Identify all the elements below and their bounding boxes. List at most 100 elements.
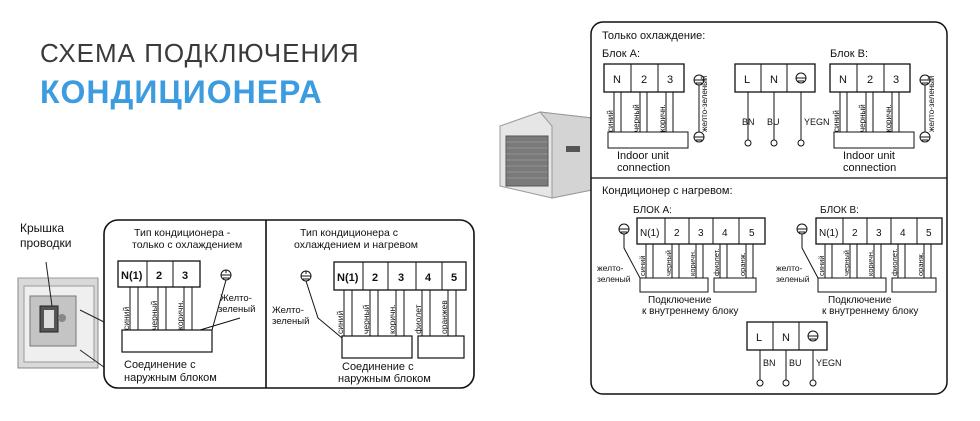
block-b-wires [839, 92, 900, 132]
block-b-wire-blue: синий [832, 110, 841, 132]
heating-ground-label-1: Желто- [272, 305, 304, 316]
heat-b-terminal-4: 4 [900, 228, 906, 239]
heat-a-connector-1 [639, 277, 709, 293]
heat-a-wire-brown: коричн. [688, 250, 697, 276]
title-line-1: СХЕМА ПОДКЛЮЧЕНИЯ [40, 38, 360, 68]
heat-a-wire-orange: оранж. [738, 252, 747, 276]
heating-ground-label-2: зеленый [272, 316, 309, 327]
cooling-connection-2: наружным блоком [124, 372, 217, 384]
heat-power-wire-yegn: YEGN [816, 358, 842, 368]
cooling-header-2: только с охлаждением [132, 239, 242, 251]
heat-a-terminal-5: 5 [749, 228, 755, 239]
heat-b-terminal-3: 3 [876, 228, 882, 239]
cooling-ground-lead [199, 317, 241, 331]
block-a-terminal-2: 2 [641, 74, 647, 86]
heat-a-terminal-3: 3 [698, 228, 704, 239]
heating-terminal-3: 3 [398, 272, 404, 284]
power-wire-bu: BU [767, 117, 780, 127]
heat-a-wires [645, 244, 754, 278]
heat-b-terminal-n1: N(1) [819, 228, 838, 239]
heat-b-wires [824, 244, 932, 278]
ground-icon [693, 74, 705, 86]
heat-a-terminal-4: 4 [722, 228, 728, 239]
cooling-connector [121, 329, 213, 353]
right-panel [590, 21, 948, 395]
cooling-terminal-n1: N(1) [121, 270, 143, 282]
block-a-label: Блок А: [602, 48, 640, 60]
heating-wire-orange: оранжев [439, 300, 449, 334]
heat-b-connection-2: к внутреннему блоку [822, 305, 918, 317]
heating-terminal-2: 2 [372, 272, 378, 284]
heating-terminal-n1: N(1) [337, 272, 359, 284]
cover-label-1: Крышка [20, 221, 64, 235]
block-a-connector [607, 131, 689, 149]
heat-b-connector-1 [817, 277, 887, 293]
heating-wire-black: черный [361, 304, 371, 334]
heat-a-wire-black: черный [664, 250, 673, 276]
indoor-unit-image [17, 277, 99, 369]
heating-wires [343, 290, 457, 336]
heat-a-connection-1: Подключение [648, 295, 712, 306]
power-wires [747, 92, 802, 140]
power-wire-yegn: YEGN [804, 117, 830, 127]
ground-icon [796, 223, 808, 235]
title-line-2: КОНДИЦИОНЕРА [40, 74, 323, 110]
heat-b-terminal-5: 5 [926, 228, 932, 239]
heat-a-ground-label-2: зеленый [597, 274, 631, 284]
heating-wire-violet: фиолет [413, 304, 423, 334]
cooling-terminal-block [117, 260, 201, 288]
block-a-terminal-n: N [613, 74, 621, 86]
cover-label-2: проводки [20, 236, 71, 250]
block-a-wire-blue: синий [606, 110, 615, 132]
heat-b-wire-black: черный [842, 250, 851, 276]
ground-icon [693, 131, 705, 143]
cooling-wire-black: черный [149, 300, 159, 330]
heating-connector-a [341, 335, 413, 359]
cooling-wire-brown: коричн. [175, 300, 185, 330]
heating-wire-brown: коричн. [387, 304, 397, 334]
heat-b-ground-label-1: желто- [776, 263, 803, 273]
cover-pointer [45, 261, 53, 307]
outdoor-unit-image [499, 111, 593, 199]
ground-icon [807, 330, 819, 342]
cooling-only-title: Только охлаждение: [602, 30, 705, 42]
heating-wire-blue: синий [335, 311, 345, 334]
ground-icon [618, 223, 630, 235]
ground-icon [795, 72, 807, 84]
heat-a-wire-violet: фиолет. [712, 249, 721, 276]
block-b-wire-brown: коричн. [884, 104, 893, 132]
power-wire-bn: BN [742, 117, 755, 127]
ground-icon [220, 269, 232, 281]
cooling-wire-blue: синий [121, 307, 131, 330]
block-a-wire-black: черный [632, 104, 641, 132]
cooling-ground-label-1: Желто- [220, 293, 252, 304]
heat-power-wires [759, 350, 814, 380]
heat-power-wire-ends [756, 379, 817, 387]
cooling-ground-label-2: зеленый [218, 304, 255, 315]
heat-b-ground-label-2: зеленый [776, 274, 810, 284]
heating-header-2: охлаждением и нагревом [294, 239, 418, 251]
block-b-connection-1: Indoor unit [843, 150, 895, 162]
cooling-terminal-3: 3 [182, 270, 188, 282]
block-b-terminal-n: N [839, 74, 847, 86]
heat-power-wire-bu: BU [789, 358, 802, 368]
block-a-wires [613, 92, 674, 132]
heat-a-terminal-n1: N(1) [640, 228, 659, 239]
block-b-connector [833, 131, 915, 149]
heat-power-terminal-l: L [756, 332, 762, 344]
heating-connection-2: наружным блоком [338, 373, 431, 385]
heat-a-wire-blue: синий [638, 256, 647, 276]
ground-icon [300, 270, 312, 282]
heat-power-wire-bn: BN [763, 358, 776, 368]
block-b-ground-label: желто-зеленый [927, 76, 936, 132]
block-a-connection-1: Indoor unit [617, 150, 669, 162]
heat-power-terminal-n: N [782, 332, 790, 344]
cooling-connection-1: Соединение с [124, 359, 196, 371]
block-a-connection-2: connection [617, 162, 670, 174]
power-terminal-n: N [770, 74, 778, 86]
heat-a-ground-label-1: желто- [597, 263, 624, 273]
heat-b-wire-violet: фиолет. [890, 249, 899, 276]
heat-b-connection-1: Подключение [828, 295, 892, 306]
heat-b-label: БЛОК В: [820, 205, 859, 216]
